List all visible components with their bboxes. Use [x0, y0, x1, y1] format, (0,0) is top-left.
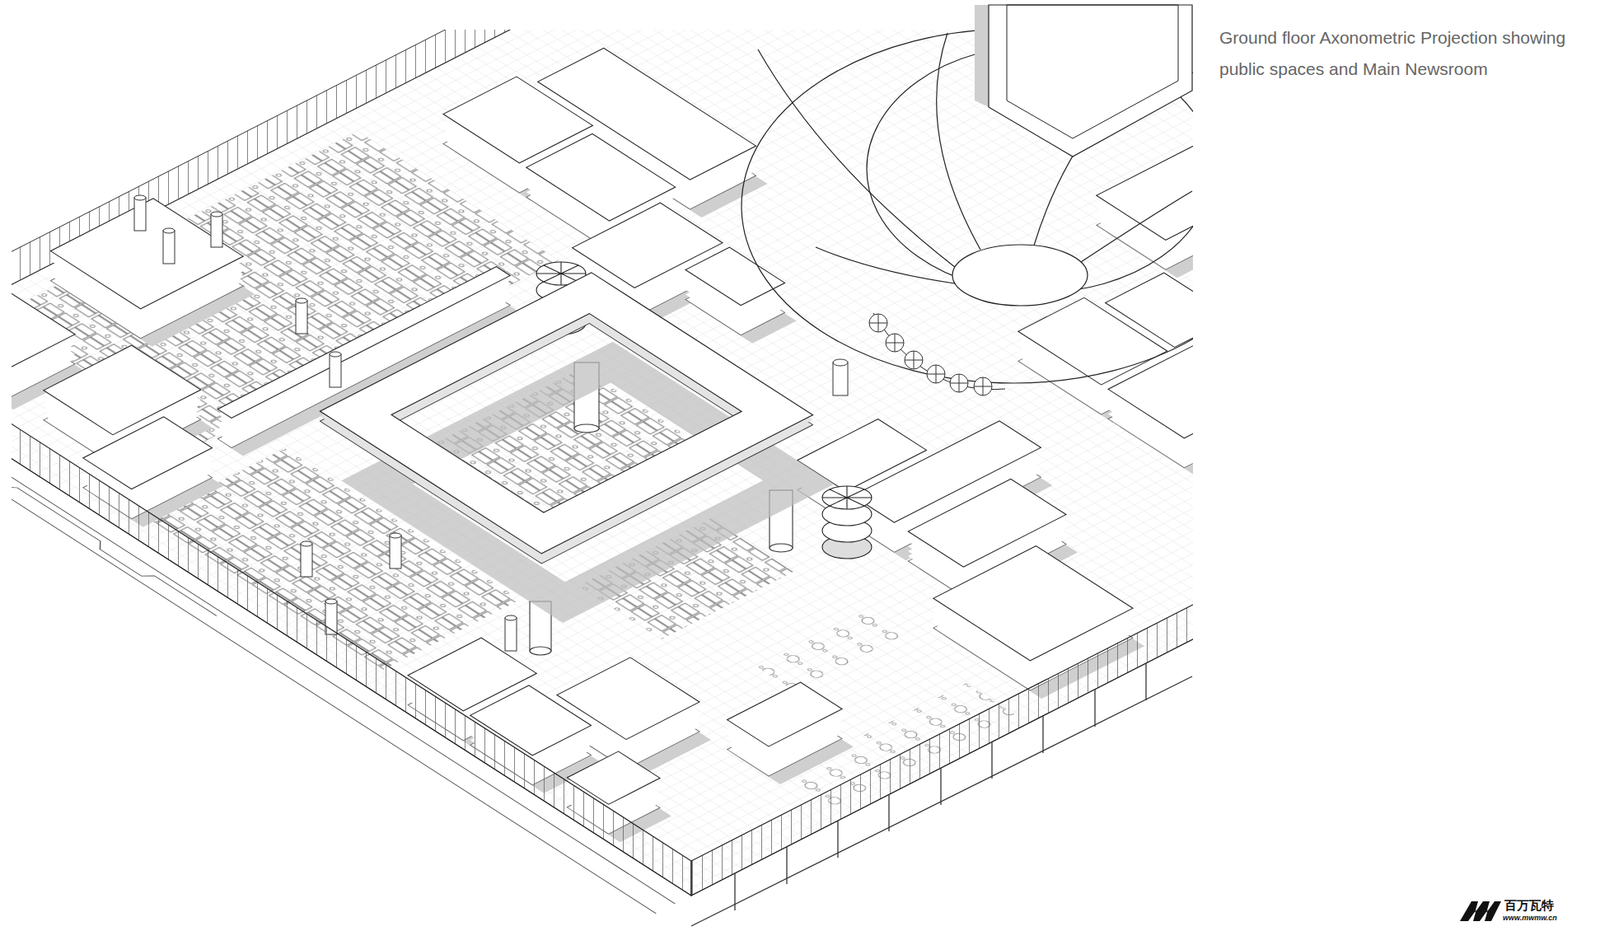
- watermark-url: www.mwmw.cn: [1502, 913, 1558, 923]
- watermark-brand: 百万瓦特: [1504, 898, 1554, 913]
- floor-plate: [11, 29, 1193, 927]
- logo-mark: [1459, 901, 1502, 922]
- drawing-title: Ground floor Axonometric Projection show…: [1219, 22, 1570, 85]
- turnstiles: [869, 313, 992, 396]
- upper-volume: [974, 4, 1193, 157]
